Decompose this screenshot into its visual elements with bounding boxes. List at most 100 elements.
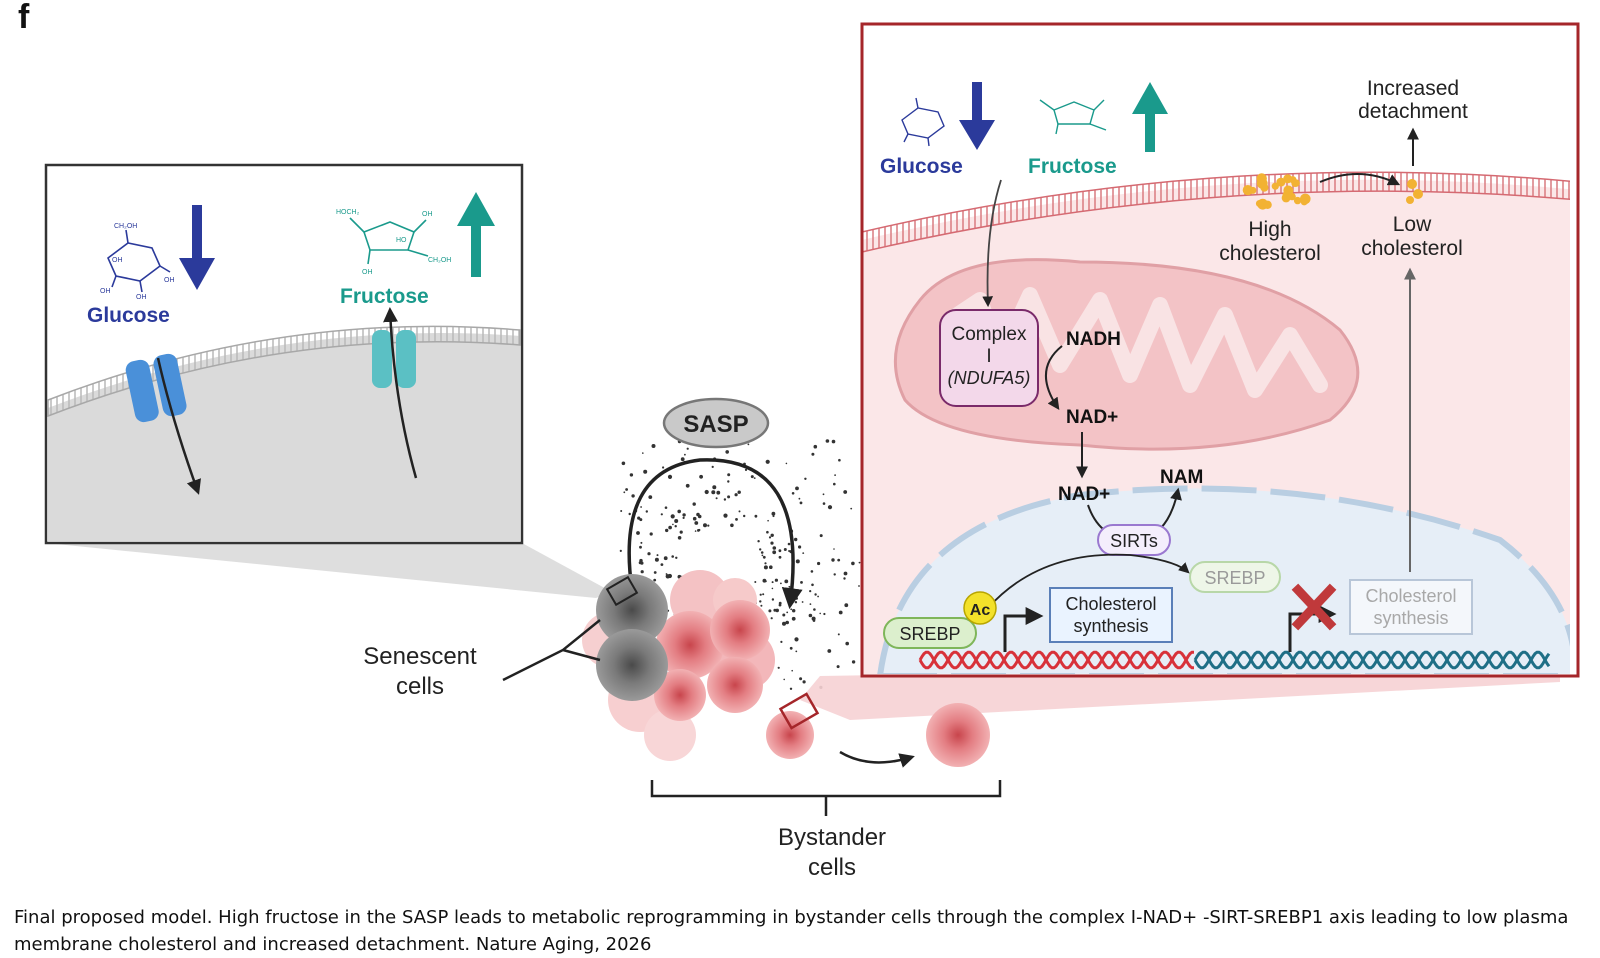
zoom-wedge-left — [46, 543, 612, 598]
sasp-release-arrow — [627, 458, 803, 610]
sasp-particle — [811, 452, 815, 456]
sirts-label: SIRTs — [1110, 531, 1158, 551]
sasp-particle — [808, 613, 813, 618]
sasp-particle — [667, 474, 673, 479]
sasp-particle — [727, 473, 731, 477]
complex-i-line3: (NDUFA5) — [948, 368, 1031, 388]
sasp-particle — [837, 558, 841, 562]
sasp-particle — [800, 581, 803, 584]
detachment-arrow — [839, 750, 915, 768]
sasp-particle — [771, 598, 775, 601]
sasp-particle — [814, 593, 817, 596]
sasp-particle — [809, 603, 812, 605]
sasp-particle — [677, 509, 681, 514]
sasp-particle — [762, 593, 765, 596]
cholesterol-synthesis-on-line1: Cholesterol — [1065, 594, 1156, 614]
sasp-particle — [771, 587, 774, 590]
sasp-particle — [773, 608, 777, 612]
sasp-particle — [753, 477, 756, 479]
sasp-particle — [783, 678, 785, 681]
high-cholesterol-icon — [1242, 173, 1311, 210]
sasp-particle — [833, 548, 835, 550]
bystander-cell — [654, 669, 706, 721]
senescent-cell — [596, 629, 668, 701]
sasp-particle — [620, 510, 623, 512]
sasp-particle — [694, 530, 697, 532]
dna-strand — [918, 650, 1551, 670]
senescent-cell — [596, 574, 668, 646]
sasp-particle — [677, 536, 682, 540]
sasp-particle — [770, 617, 773, 620]
sasp-particle — [764, 562, 767, 565]
cholesterol-particle — [1256, 173, 1267, 184]
sasp-particle — [692, 516, 697, 521]
sasp-particle — [770, 541, 774, 545]
sasp-particle — [798, 545, 802, 549]
sasp-particle — [674, 525, 677, 528]
glucose-structure-icon — [107, 229, 171, 293]
svg-text:CH₂OH: CH₂OH — [114, 223, 137, 230]
srebp-active-badge — [883, 617, 977, 649]
sasp-particle — [795, 650, 798, 653]
sasp-particle — [822, 493, 825, 496]
sasp-particle — [769, 565, 773, 569]
figure-caption: Final proposed model. High fructose in t… — [14, 907, 1569, 955]
detached-cell — [926, 703, 990, 767]
glucose-ring-labels: CH₂OH OH OH OH OH — [100, 223, 175, 301]
left-fructose-label: Fructose — [340, 285, 429, 308]
cholesterol-particle — [1255, 200, 1263, 207]
sasp-particle — [819, 534, 823, 538]
sasp-particle — [762, 578, 767, 583]
bystander-bracket — [650, 780, 1002, 816]
sasp-particle — [639, 545, 642, 549]
sasp-oval — [662, 397, 770, 449]
cholesterol-particle — [1300, 198, 1308, 206]
sasp-particle — [794, 601, 798, 604]
sasp-particle — [675, 556, 678, 559]
sasp-particle — [699, 474, 703, 479]
cholesterol-particle — [1289, 176, 1297, 184]
sasp-particle — [747, 443, 750, 446]
sasp-particle — [660, 563, 664, 566]
senescent-label-line2: cells — [396, 673, 444, 700]
sasp-particle — [767, 519, 769, 522]
sasp-particle — [712, 485, 717, 490]
fructose-ring-labels: HOCH₂ OH HO CH₂OH OH — [336, 209, 451, 276]
sasp-particle — [623, 491, 626, 494]
sasp-particle — [668, 525, 672, 530]
sasp-particle — [802, 552, 805, 554]
sasp-particle — [817, 595, 819, 598]
sasp-particle — [723, 513, 728, 518]
sasp-particle — [682, 513, 686, 517]
sasp-particle — [664, 506, 668, 510]
sasp-particle — [716, 490, 721, 495]
sasp-particle — [723, 498, 727, 501]
sasp-particle — [640, 541, 643, 544]
cholesterol-particle — [1293, 196, 1302, 205]
sasp-particle — [791, 616, 796, 621]
svg-text:OH: OH — [112, 257, 123, 264]
sasp-particle — [802, 680, 806, 684]
sasp-particle — [819, 612, 821, 615]
sasp-particle — [754, 514, 758, 518]
sasp-particle — [704, 489, 709, 495]
right-fructose-label: Fructose — [1028, 155, 1117, 178]
sasp-particle — [838, 610, 843, 615]
fructose-structure-icon — [349, 217, 429, 265]
cholesterol-particle — [1263, 200, 1272, 209]
sasp-particle — [629, 473, 634, 477]
sasp-particle — [763, 565, 768, 570]
sasp-particle — [711, 465, 714, 468]
sasp-particle — [640, 570, 644, 574]
sasp-particle — [762, 555, 766, 559]
sasp-particle — [827, 505, 833, 510]
sasp-particle — [838, 458, 841, 462]
sasp-particle — [638, 561, 642, 565]
sasp-particle — [662, 466, 665, 469]
cholesterol-synthesis-off-box — [1349, 579, 1473, 635]
sasp-particle — [651, 444, 656, 448]
sasp-particle — [823, 612, 826, 616]
sasp-particle — [791, 669, 793, 672]
sasp-particle — [772, 515, 775, 518]
complex-i-line1: Complex — [952, 324, 1027, 345]
